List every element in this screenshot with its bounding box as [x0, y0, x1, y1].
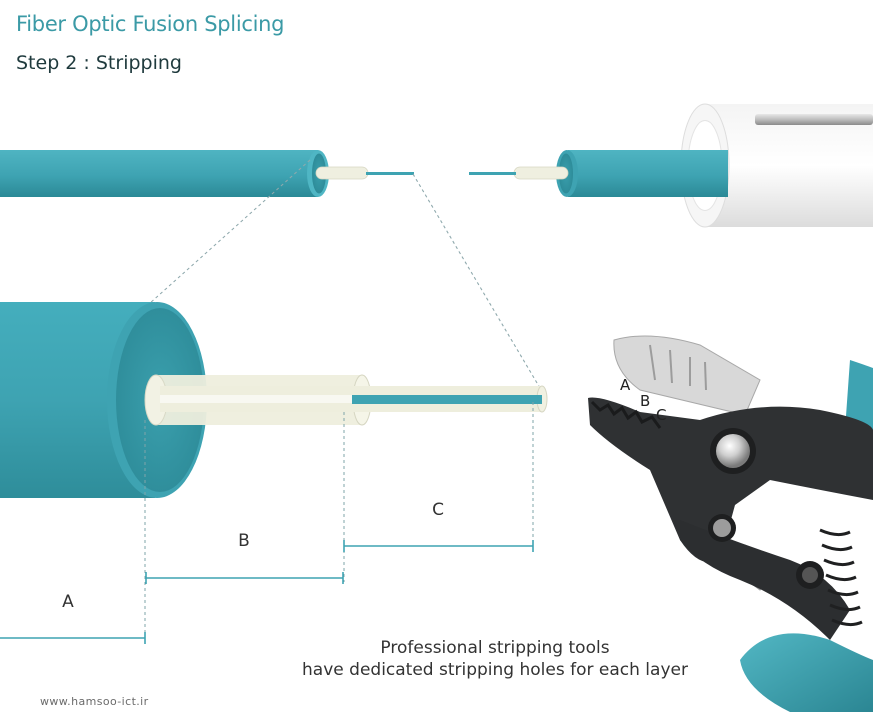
- top-right-cable: [469, 103, 873, 228]
- tool-hole-label-a: A: [620, 376, 631, 394]
- tool-hole-label-c: C: [656, 406, 666, 424]
- page-title: Fiber Optic Fusion Splicing: [16, 12, 285, 36]
- dimension-lines: A B C: [0, 402, 534, 644]
- zoom-guides: [139, 159, 541, 389]
- top-left-cable: [0, 150, 414, 197]
- caption-line-1: Professional stripping tools: [380, 638, 610, 658]
- dim-label-c: C: [432, 500, 444, 520]
- step-subtitle: Step 2 : Stripping: [16, 52, 182, 74]
- watermark-url: www.hamsoo-ict.ir: [40, 695, 149, 708]
- caption-line-2: have dedicated stripping holes for each …: [302, 660, 688, 680]
- tool-hole-label-b: B: [640, 392, 650, 410]
- caption: Professional stripping tools have dedica…: [280, 637, 710, 681]
- zoomed-cable: [0, 302, 548, 498]
- stripping-tool: A B C: [588, 335, 873, 712]
- dim-label-b: B: [238, 531, 250, 551]
- dim-label-a: A: [62, 592, 74, 612]
